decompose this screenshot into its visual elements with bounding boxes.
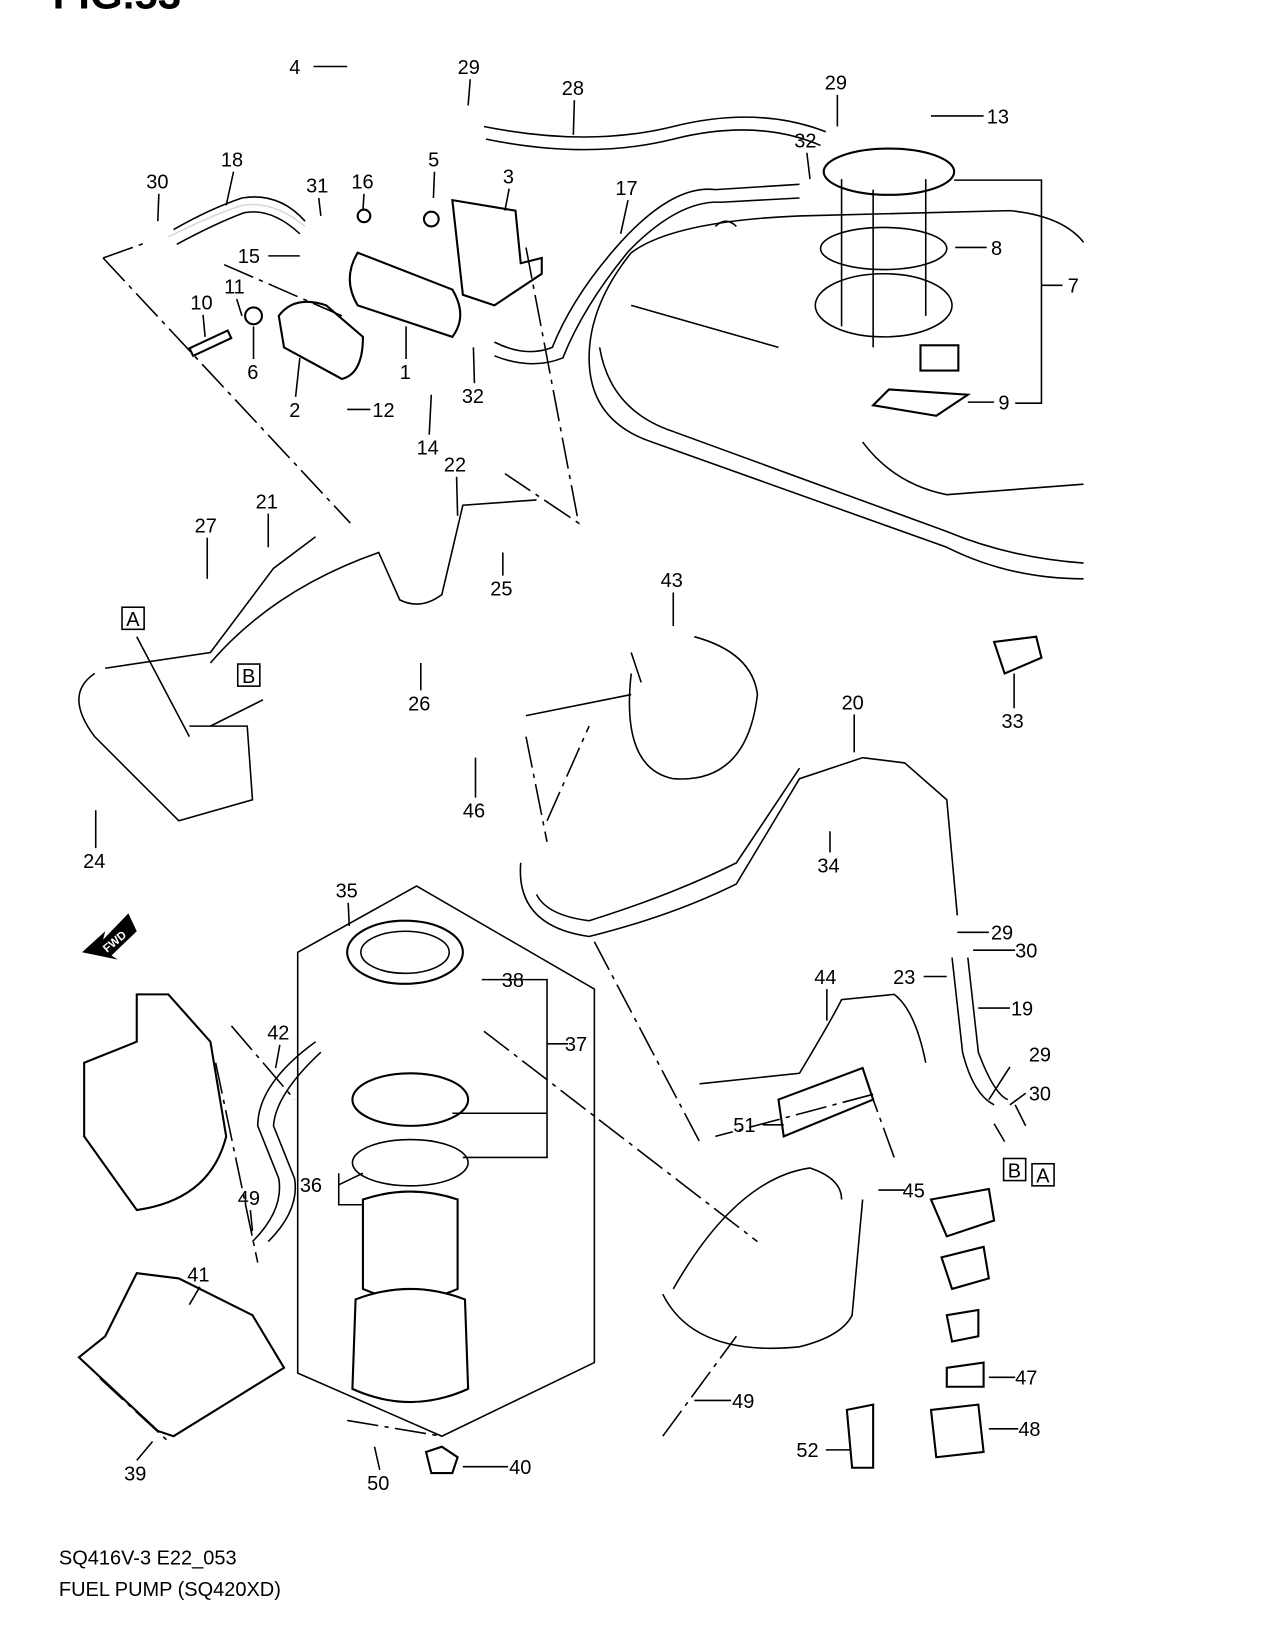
- clips-right: [777, 635, 1043, 1469]
- callout-40: 40: [509, 1457, 531, 1479]
- callout-30: 30: [146, 172, 168, 194]
- callout-50: 50: [367, 1473, 389, 1495]
- callout-48: 48: [1018, 1419, 1040, 1441]
- callout-6: 6: [247, 362, 258, 384]
- callout-49: 49: [732, 1391, 754, 1413]
- callout-22: 22: [444, 455, 466, 477]
- callout-15: 15: [238, 246, 260, 268]
- callout-10: 10: [190, 293, 212, 315]
- callout-19: 19: [1011, 998, 1033, 1020]
- callout-labels: 4 29 28 29 13 32 18 30 31 16 5 3 17 15 8…: [83, 57, 1079, 1495]
- callout-4: 4: [289, 57, 300, 79]
- callout-24: 24: [83, 851, 105, 873]
- callout-8: 8: [991, 238, 1002, 260]
- ref-box-b: B: [242, 666, 255, 688]
- callout-34: 34: [817, 855, 839, 877]
- callout-9: 9: [998, 392, 1009, 414]
- callout-29: 29: [458, 57, 480, 79]
- ref-box-a: A: [126, 609, 140, 631]
- callout-23: 23: [893, 967, 915, 989]
- callout-42: 42: [267, 1023, 289, 1045]
- ref-box-b: B: [1008, 1160, 1021, 1182]
- figure-caption: FUEL PUMP (SQ420XD): [59, 1579, 281, 1601]
- figure-code: SQ416V-3 E22_053: [59, 1548, 237, 1570]
- callout-44: 44: [814, 967, 836, 989]
- callout-5: 5: [428, 149, 439, 171]
- dashed-connection-lines: [99, 241, 895, 1443]
- callout-3: 3: [503, 166, 514, 188]
- callout-16: 16: [351, 172, 373, 194]
- callout-33: 33: [1001, 711, 1023, 733]
- hoses: [78, 116, 1009, 1350]
- injection-pump: [77, 993, 286, 1438]
- callout-29: 29: [825, 73, 847, 95]
- ref-box-a: A: [1036, 1166, 1050, 1188]
- callout-30: 30: [1029, 1084, 1051, 1106]
- callout-32: 32: [794, 131, 816, 153]
- callout-41: 41: [187, 1265, 209, 1287]
- callout-36: 36: [300, 1175, 322, 1197]
- callout-20: 20: [842, 692, 864, 714]
- callout-38: 38: [502, 970, 524, 992]
- callout-2: 2: [289, 400, 300, 422]
- callout-47: 47: [1015, 1368, 1037, 1390]
- callout-46: 46: [463, 801, 485, 823]
- callout-12: 12: [372, 400, 394, 422]
- callout-14: 14: [417, 438, 439, 460]
- callout-43: 43: [661, 570, 683, 592]
- callout-35: 35: [336, 881, 358, 903]
- callout-1: 1: [400, 362, 411, 384]
- callout-32: 32: [462, 386, 484, 408]
- callout-11: 11: [224, 277, 245, 299]
- fuel-filter-assembly: [188, 198, 543, 381]
- callout-52: 52: [796, 1440, 818, 1462]
- callout-45: 45: [903, 1180, 925, 1202]
- callout-51: 51: [733, 1115, 755, 1137]
- fuel-pump-module: [814, 147, 971, 417]
- callout-29: 29: [991, 923, 1013, 945]
- fuel-filter-housing: [296, 885, 596, 1475]
- callout-30: 30: [1015, 941, 1037, 963]
- callout-37: 37: [565, 1034, 587, 1056]
- callout-21: 21: [256, 491, 278, 513]
- callout-31: 31: [306, 176, 328, 198]
- callout-28: 28: [562, 78, 584, 100]
- callout-26: 26: [408, 693, 430, 715]
- callout-17: 17: [615, 178, 637, 200]
- callout-27: 27: [195, 516, 217, 538]
- fuel-tank: [588, 209, 1085, 580]
- reference-boxes: A B B A: [121, 606, 1055, 1188]
- callout-29: 29: [1029, 1045, 1051, 1067]
- callout-25: 25: [490, 579, 512, 601]
- figure-title: FIG.53: [53, 0, 182, 18]
- callout-49: 49: [238, 1188, 260, 1210]
- callout-7: 7: [1068, 276, 1079, 298]
- leader-lines: [94, 65, 1063, 1471]
- callout-13: 13: [987, 106, 1009, 128]
- fwd-arrow-icon: FWD: [82, 913, 137, 960]
- callout-18: 18: [221, 149, 243, 171]
- callout-39: 39: [124, 1463, 146, 1485]
